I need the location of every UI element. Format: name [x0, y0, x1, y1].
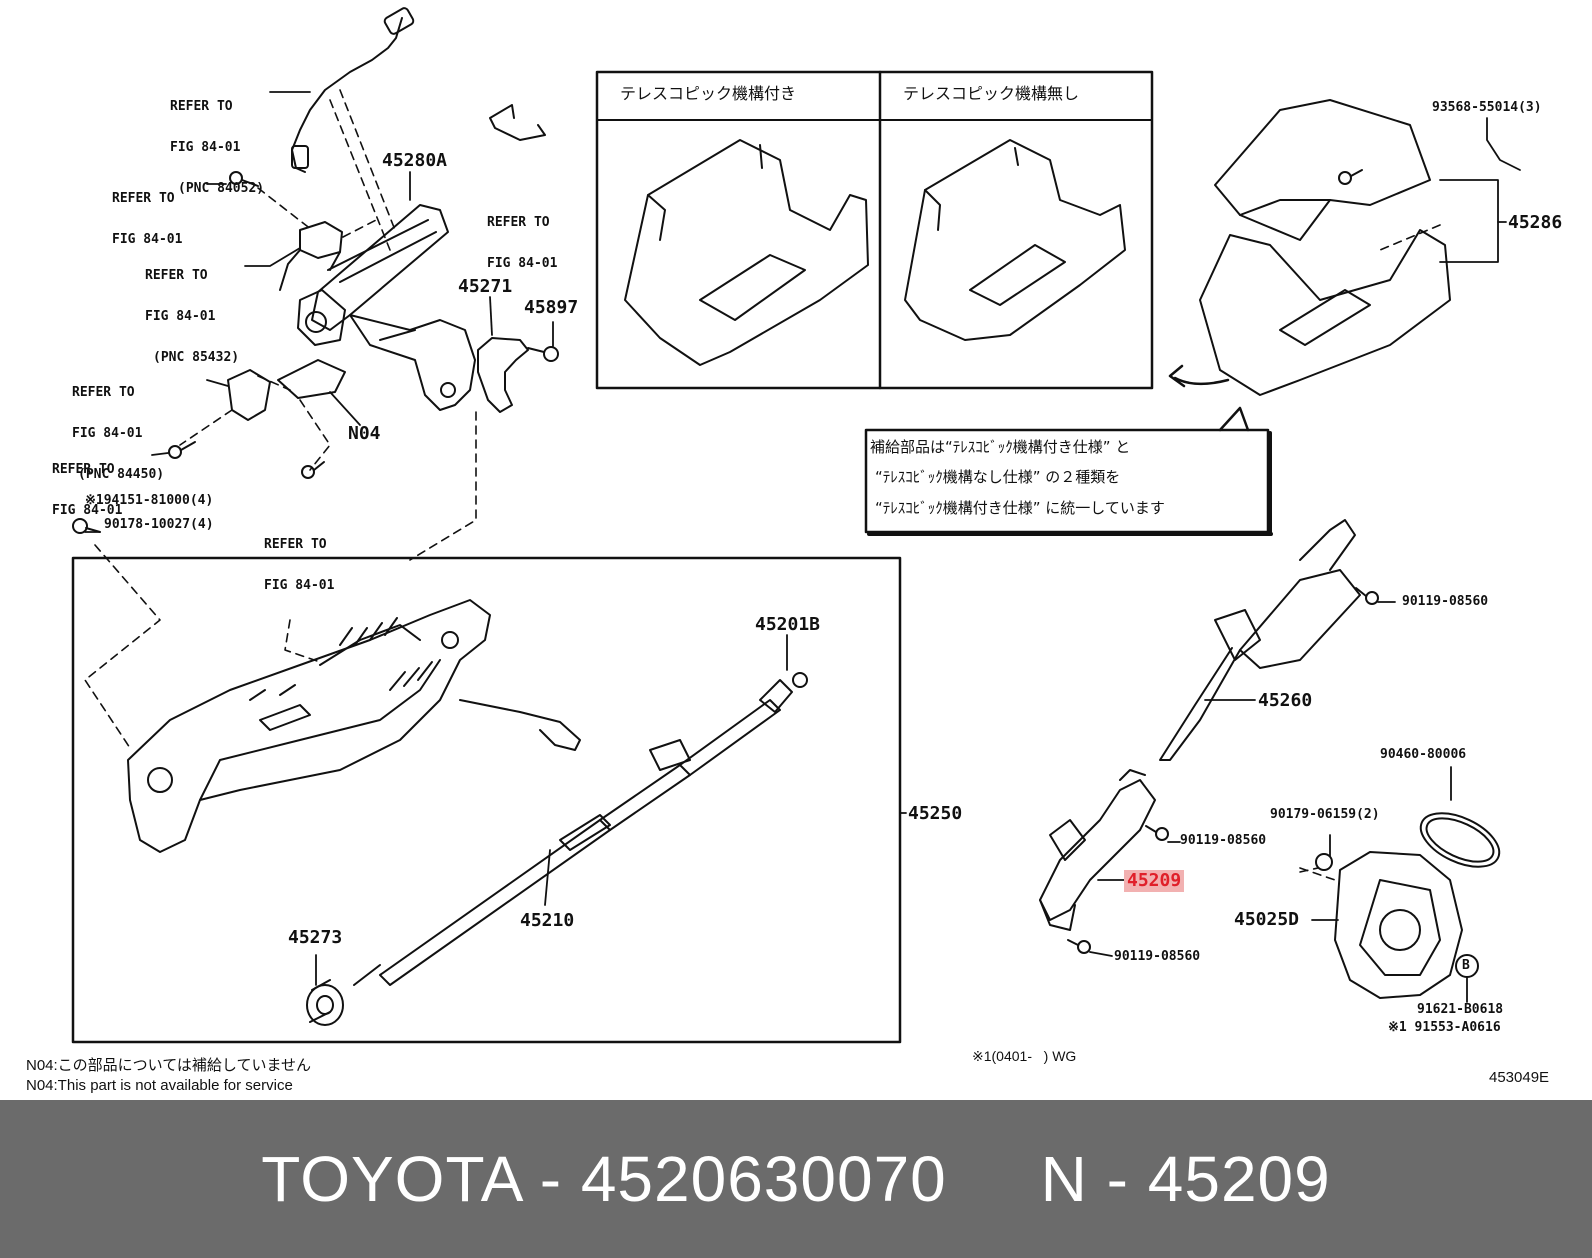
part-label-45209-highlighted[interactable]: 45209	[1124, 870, 1185, 892]
switch-part-drawing	[299, 221, 343, 259]
refer-note-6: REFER TO FIG 84-01	[264, 537, 335, 593]
part-label-45273: 45273	[288, 927, 343, 948]
footer-bar: TOYOTA - 4520630070 N - 45209	[0, 1100, 1592, 1258]
steering-shaft-45210-drawing	[353, 672, 808, 986]
n04-footnote-en: N04:This part is not available for servi…	[26, 1077, 293, 1094]
part-label-91553: ※1 91553-A0616	[1388, 1020, 1501, 1035]
part-label-45201b: 45201B	[755, 614, 821, 635]
supply-note-line-1: 補給部品は“ﾃﾚｽｺﾋﾞｯｸ機構付き仕様” と	[870, 438, 1131, 456]
clamp-90460-drawing	[1419, 812, 1501, 868]
telescopic-with-header: テレスコピック機構付き	[620, 84, 797, 103]
part-label-90119-c: 90119-08560	[1114, 949, 1201, 964]
refer-note-1: REFER TO FIG 84-01 (PNC 84052)	[170, 99, 265, 196]
steering-column-diagram	[71, 7, 1521, 1044]
part-label-n04: N04	[348, 423, 381, 444]
clip-drawing	[489, 104, 546, 141]
refer-note-2: REFER TO FIG 84-01	[112, 191, 183, 247]
part-label-90119-b: 90119-08560	[1180, 833, 1267, 848]
part-label-90119-a: 90119-08560	[1402, 594, 1489, 609]
column-assembly-drawing	[127, 599, 581, 853]
figure-code: 453049E	[1489, 1069, 1550, 1086]
wire-harness-drawing	[291, 17, 403, 173]
dashed-guide-lines	[84, 89, 1441, 881]
part-label-90460: 90460-80006	[1380, 747, 1467, 762]
hole-cover-45025D-drawing	[1334, 851, 1463, 999]
wg-footnote: ※1(0401- ) WG	[972, 1048, 1077, 1064]
supply-note-line-3: “ﾃﾚｽｺﾋﾞｯｸ機構付き仕様” に統一しています	[875, 499, 1165, 517]
footer-part-title: TOYOTA - 4520630070 N - 45209	[261, 1143, 1331, 1215]
universal-joint-45209-drawing	[1039, 769, 1156, 931]
refer-note-7: REFER TO FIG 84-01	[487, 215, 558, 271]
column-cover-telescopic-drawing	[624, 139, 869, 366]
refer-note-3: REFER TO FIG 84-01 (PNC 85432)	[145, 268, 240, 365]
refer-note-5: REFER TO FIG 84-01	[52, 462, 123, 518]
steering-lock-housing-drawing	[297, 204, 476, 411]
part-label-45025d: 45025D	[1234, 909, 1300, 930]
clamp-45271-drawing	[477, 337, 529, 413]
telescopic-comparison-box	[595, 70, 1154, 390]
part-label-94151: ※194151-81000(4)	[85, 493, 214, 508]
part-label-45250: 45250	[908, 803, 963, 824]
part-label-45260: 45260	[1258, 690, 1313, 711]
telescopic-without-header: テレスコピック機構無し	[903, 84, 1080, 103]
column-cover-no-telescopic-drawing	[904, 139, 1126, 341]
arrow-to-box	[1168, 364, 1230, 388]
part-label-90179: 90179-06159(2)	[1270, 807, 1380, 822]
part-label-45210: 45210	[520, 910, 575, 931]
refer-note-4: REFER TO FIG 84-01 (PNC 84450)	[72, 385, 165, 482]
column-cover-45286-drawing	[1199, 99, 1451, 396]
bracket-n04-drawing	[277, 359, 346, 399]
intermediate-shaft-45260-drawing	[1159, 519, 1361, 761]
n04-footnote-jp: N04:この部品については補給していません	[26, 1057, 312, 1074]
part-label-45286: 45286	[1508, 212, 1563, 233]
supply-note-line-2: “ﾃﾚｽｺﾋﾞｯｸ機構なし仕様” の２種類を	[875, 468, 1121, 486]
gear-45273-drawing	[306, 979, 344, 1026]
column-assembly-frame	[71, 556, 902, 1044]
part-label-93568: 93568-55014(3)	[1432, 100, 1542, 115]
part-label-45271: 45271	[458, 276, 513, 297]
part-label-45897: 45897	[524, 297, 579, 318]
part-label-90178: 90178-10027(4)	[104, 517, 214, 532]
part-label-b-marker: B	[1462, 958, 1470, 973]
leader-lines	[84, 91, 1521, 1003]
part-label-91621: 91621-B0618	[1417, 1002, 1504, 1017]
part-label-45280a: 45280A	[382, 150, 448, 171]
